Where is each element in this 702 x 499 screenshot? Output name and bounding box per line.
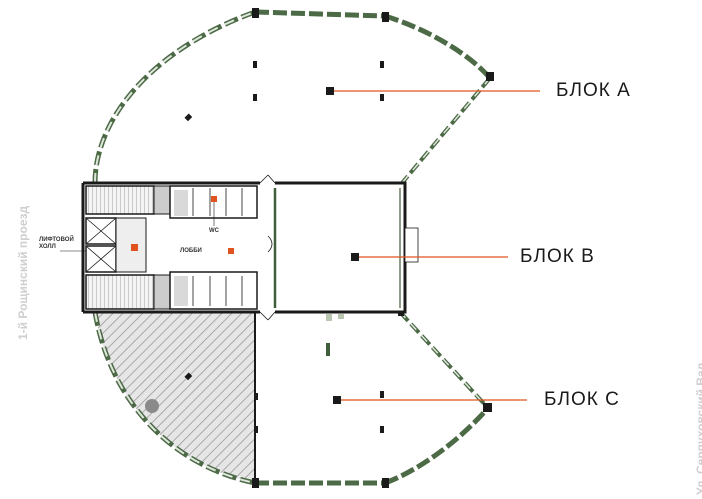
wing-block-c bbox=[92, 310, 527, 488]
wc-label: WC bbox=[209, 228, 219, 234]
street-right-label: Ул. Серпуховский Вал bbox=[694, 362, 702, 495]
block-b-label: БЛОК В bbox=[520, 246, 595, 267]
lift-hall-label-line1: ЛИФТОВОЙ bbox=[39, 237, 74, 243]
wing-block-a bbox=[92, 8, 540, 185]
street-left-label: 1-й Рощинский проезд bbox=[16, 205, 30, 340]
block-a-label: БЛОК А bbox=[556, 80, 631, 101]
block-c-label: БЛОК С bbox=[544, 389, 620, 410]
lobby-label: ЛОББИ bbox=[180, 248, 202, 254]
core bbox=[60, 174, 508, 321]
lift-hall-label-line2: ХОЛЛ bbox=[39, 244, 56, 250]
